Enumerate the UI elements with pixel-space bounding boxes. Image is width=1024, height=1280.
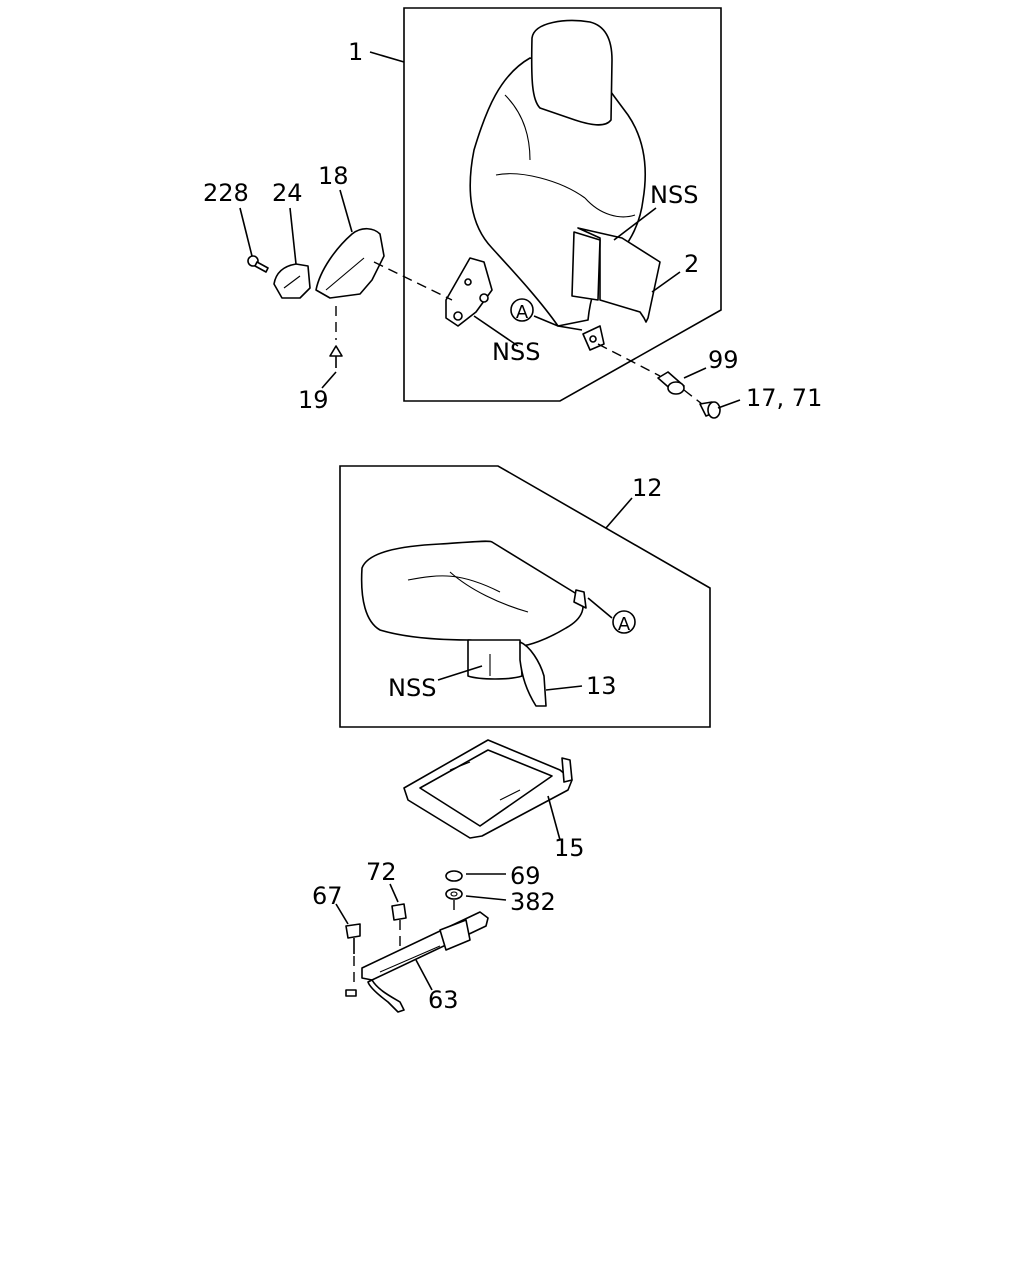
callout-nss-bracket: NSS — [492, 338, 540, 366]
leader-line — [545, 685, 583, 691]
hinge-hole — [589, 335, 597, 343]
callout-63: 63 — [428, 986, 459, 1014]
slide-bolt — [345, 923, 361, 939]
leader-line — [321, 371, 337, 389]
leader-line — [605, 497, 633, 529]
leader-line — [239, 207, 253, 257]
assembly-line — [683, 389, 703, 405]
callout-17-71: 17, 71 — [746, 384, 822, 412]
callout-13: 13 — [586, 672, 617, 700]
cushion-shape — [360, 540, 584, 647]
leader-line — [717, 399, 741, 409]
bracket-hole — [479, 293, 489, 303]
callout-67: 67 — [312, 882, 343, 910]
leader-line — [613, 207, 657, 241]
cushion-front-flap — [467, 639, 523, 680]
callout-18: 18 — [318, 162, 349, 190]
callout-382: 382 — [510, 888, 556, 916]
assembly-line — [597, 343, 661, 377]
callout-2: 2 — [684, 250, 699, 278]
recliner-cover-edge — [325, 257, 365, 291]
back-cover-flap — [577, 227, 661, 323]
cushion-frame-group: 15 — [403, 739, 585, 862]
knob-screw — [247, 255, 269, 273]
leader-line — [533, 315, 583, 331]
cushion-rear-hook — [573, 589, 587, 609]
bushing — [657, 371, 685, 395]
leader-line — [289, 207, 297, 265]
cushion-seam — [449, 571, 529, 613]
frame-bracket — [561, 757, 573, 783]
callout-1: 1 — [348, 38, 363, 66]
seatback-side-bracket — [445, 257, 493, 327]
slide-teeth — [379, 945, 441, 973]
back-cover-panel — [571, 231, 601, 301]
callout-15: 15 — [554, 834, 585, 862]
leader-line — [389, 883, 399, 903]
bracket-hole — [453, 311, 463, 321]
seat-slide-group: 69 382 72 67 63 — [312, 858, 556, 1014]
leader-line — [335, 903, 349, 925]
leader-line — [465, 895, 507, 901]
reference-circle — [510, 298, 534, 322]
knob-ridge — [283, 275, 301, 289]
nut — [445, 870, 463, 882]
cushion-assembly-box — [339, 465, 711, 728]
callout-19: 19 — [298, 386, 329, 414]
seatback-group: A 1 18 24 228 19 NSS 2 NSS 99 17, 71 — [203, 7, 822, 419]
cushion-cover — [519, 641, 547, 707]
back-ref-mark: A — [516, 302, 529, 323]
frame-slot — [499, 789, 521, 801]
washer-hole — [450, 891, 458, 897]
callout-nss-back: NSS — [650, 181, 698, 209]
seat-slide-mechanism — [439, 919, 471, 951]
clip — [329, 345, 343, 368]
callout-69: 69 — [510, 862, 541, 890]
seatback-seam — [584, 197, 636, 218]
leader-line — [651, 271, 681, 293]
slide-lever — [367, 979, 405, 1013]
leader-line — [437, 665, 483, 681]
callout-99: 99 — [708, 346, 739, 374]
recliner-knob — [273, 263, 311, 299]
slide-foot — [345, 989, 357, 997]
headrest — [530, 19, 613, 126]
washer — [445, 888, 463, 900]
recliner-cover — [315, 227, 385, 299]
callout-nss-cushion: NSS — [388, 674, 436, 702]
cushion-seam — [407, 575, 501, 593]
callout-12: 12 — [632, 474, 663, 502]
seatback-assembly-box — [403, 7, 722, 402]
leader-line — [547, 795, 561, 841]
cushion-frame-inner — [419, 749, 553, 827]
seatback-seam — [504, 94, 531, 161]
callout-228: 228 — [203, 179, 249, 207]
bolt — [699, 401, 721, 419]
leader-line — [473, 315, 519, 347]
assembly-line — [373, 261, 453, 301]
callout-72: 72 — [366, 858, 397, 886]
leader-line — [369, 51, 405, 63]
cushion-group: A 12 NSS 13 — [339, 465, 711, 728]
cushion-ref-mark: A — [618, 614, 631, 635]
leader-line — [339, 189, 353, 233]
leader-line — [587, 597, 613, 619]
reference-circle — [612, 610, 636, 634]
collar — [391, 903, 407, 921]
leader-line — [683, 367, 707, 379]
frame-slot — [449, 761, 471, 771]
leader-line — [415, 959, 433, 991]
seat-slide-rail — [361, 911, 489, 981]
callout-24: 24 — [272, 179, 303, 207]
seatback-seam — [495, 173, 586, 199]
bracket-hole — [464, 278, 472, 286]
